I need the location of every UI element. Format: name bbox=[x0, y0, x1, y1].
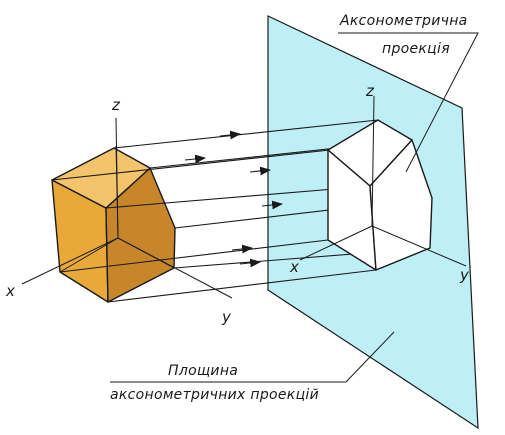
right-axis-y-label: y bbox=[460, 266, 469, 284]
right-x-axis bbox=[299, 225, 373, 261]
right-axis-z-label: z bbox=[366, 82, 374, 100]
plane-leader bbox=[110, 331, 395, 383]
left-x-axis bbox=[21, 237, 119, 285]
plane-caption-line2: аксонометричних проекцій bbox=[110, 387, 319, 403]
right-axes bbox=[299, 95, 467, 267]
left-axis-x-label: x bbox=[6, 282, 15, 300]
right-axis-x-label: x bbox=[290, 258, 299, 276]
left-z-axis bbox=[115, 117, 119, 239]
original-solid bbox=[51, 147, 176, 303]
left-axis-y-label: y bbox=[222, 308, 231, 326]
plane-caption-line1: Площина bbox=[168, 363, 239, 379]
projection-caption-line1: Аксонометрична bbox=[340, 13, 468, 29]
projected-solid bbox=[327, 119, 433, 271]
right-y-axis bbox=[371, 225, 467, 267]
leader-lines bbox=[110, 32, 479, 383]
right-z-axis bbox=[371, 95, 375, 227]
projection-caption-line2: проекція bbox=[382, 41, 450, 57]
left-axis-z-label: z bbox=[112, 96, 120, 114]
projection-leader bbox=[338, 32, 479, 173]
